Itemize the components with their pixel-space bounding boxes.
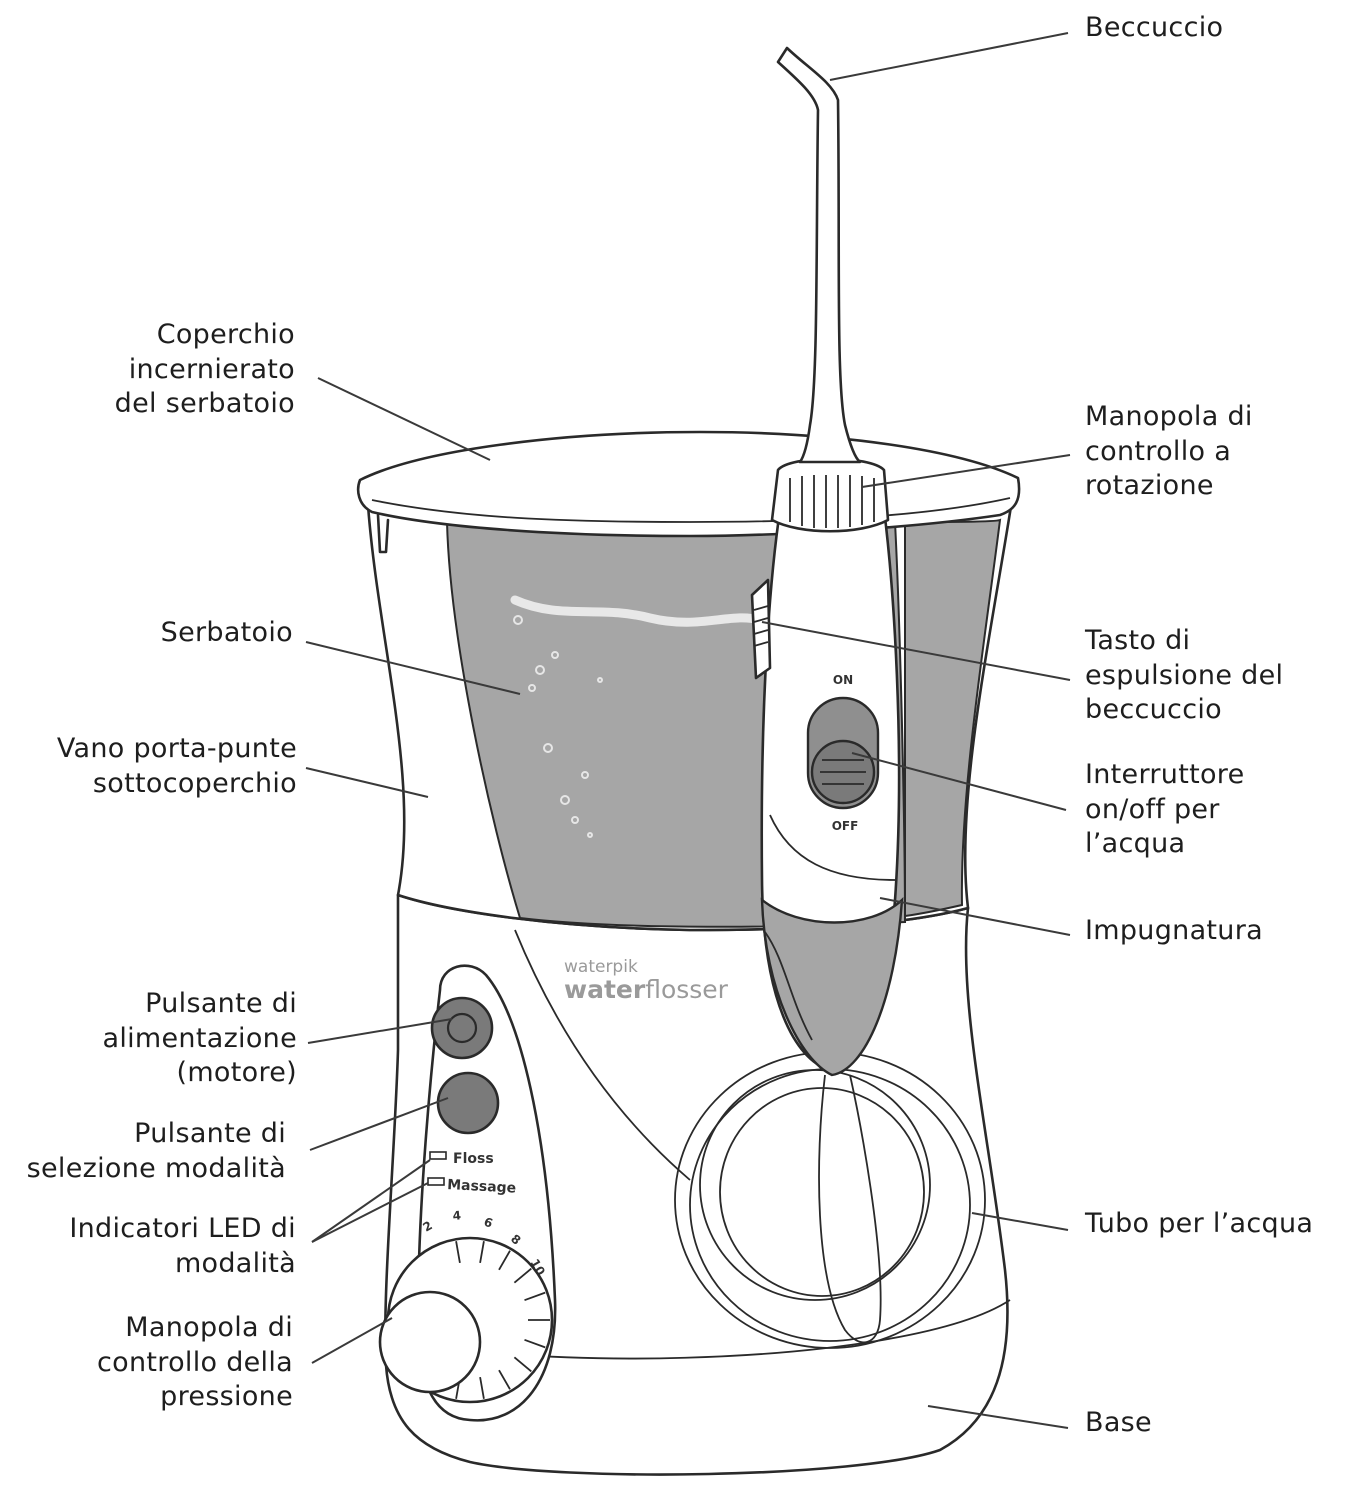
knob-ridge — [455, 1241, 461, 1264]
label-rotation-knob: Manopola di controllo a rotazione — [1085, 401, 1253, 501]
power-button[interactable] — [430, 996, 494, 1060]
handle-grip — [760, 897, 904, 1077]
knob-ridge — [524, 1338, 546, 1349]
led-massage-text: Massage — [447, 1177, 517, 1197]
handle: ON OFF — [750, 46, 904, 1077]
brand-large: waterflosser — [564, 975, 729, 1004]
label-power-button: Pulsante di alimentazione (motore) — [102, 988, 297, 1088]
water-surface-highlight — [510, 595, 765, 627]
dial-number: 4 — [452, 1208, 462, 1223]
brand-large-light: flosser — [645, 975, 728, 1004]
label-spout: Beccuccio — [1085, 12, 1224, 43]
switch-off-text: OFF — [832, 819, 859, 833]
reservoir-water-right — [904, 518, 1002, 918]
brand-small: waterpik — [564, 957, 638, 977]
label-reservoir: Serbatoio — [160, 617, 293, 648]
led-floss-icon — [429, 1151, 447, 1160]
eject-button-shape — [750, 578, 772, 680]
knob-ridge — [479, 1376, 485, 1399]
label-lid: Coperchio incernierato del serbatoio — [114, 319, 295, 419]
spout-shape — [776, 46, 862, 464]
label-eject-button: Tasto di espulsione del beccuccio — [1085, 625, 1284, 725]
knob-ridge — [498, 1369, 511, 1390]
mode-button[interactable] — [436, 1071, 500, 1135]
knob-ridge — [513, 1267, 532, 1284]
tip-storage-hook — [376, 513, 390, 554]
reservoir-lid — [356, 430, 1021, 538]
switch-on-text: ON — [833, 673, 853, 687]
knob-ridge — [479, 1241, 485, 1264]
label-water-tube: Tubo per l’acqua — [1085, 1208, 1314, 1239]
led-floss-text: Floss — [453, 1151, 494, 1167]
label-water-switch: Interruttore on/off per l’acqua — [1085, 759, 1245, 859]
bubbles — [513, 615, 603, 838]
label-base: Base — [1085, 1407, 1152, 1438]
label-handle: Impugnatura — [1085, 915, 1263, 946]
knob-ridge — [524, 1291, 546, 1302]
label-mode-button: Pulsante di selezione modalità — [26, 1118, 286, 1184]
power-icon — [446, 1012, 478, 1044]
label-pressure-knob: Manopola di controllo della pressione — [97, 1312, 293, 1412]
brand-large-bold: water — [564, 975, 646, 1004]
leader-lines — [305, 32, 1071, 1429]
knob-ridge — [498, 1250, 511, 1271]
knob-ridge — [513, 1356, 532, 1373]
label-led-indicators: Indicatori LED di modalità — [69, 1213, 296, 1279]
led-massage-icon — [427, 1177, 445, 1186]
label-tip-storage: Vano porta-punte sottocoperchio — [56, 733, 297, 799]
